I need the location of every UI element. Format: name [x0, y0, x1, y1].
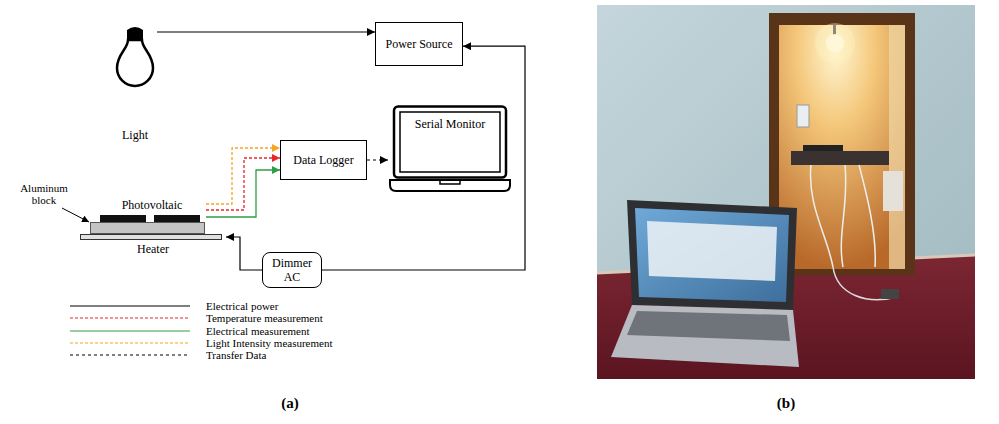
heater-plate: Heater: [80, 222, 226, 258]
legend-line: [70, 312, 190, 324]
heater-plate-bar: [80, 234, 222, 240]
legend-line-sample: [70, 318, 190, 319]
legend-label: Temperature measurement: [206, 312, 323, 324]
cup: [797, 105, 809, 127]
panel-letter: (a): [270, 394, 310, 412]
laptop-screen: [635, 208, 789, 302]
legend-label: Light Intensity measurement: [206, 337, 332, 349]
dimmer-box: Dimmer AC: [262, 252, 322, 288]
inner-wall: [889, 25, 905, 269]
node-label: Light: [122, 128, 148, 142]
legend-label: Electrical measurement: [206, 325, 310, 337]
connector: [206, 158, 280, 210]
node-label: Power Source: [386, 37, 453, 51]
bulb-icon: [113, 22, 157, 92]
connector: [367, 159, 388, 160]
pv-cell: [154, 215, 200, 222]
node-label: Serial Monitor: [400, 117, 500, 131]
part-label: Aluminum block: [12, 182, 76, 206]
wall: [597, 5, 975, 379]
legend-line-sample: [70, 342, 190, 343]
legend-row: Electrical measurement: [70, 325, 310, 337]
node-label: Heater: [80, 242, 226, 256]
panel-letter: (b): [766, 394, 806, 412]
legend-line: [70, 300, 190, 312]
leader-line: [62, 208, 89, 222]
connector: [206, 148, 280, 204]
logger-box: [883, 171, 903, 211]
node-label: Photovoltaic: [98, 198, 206, 212]
connector: [206, 170, 280, 217]
aluminum-block: [90, 222, 205, 234]
serial-monitor-laptop: Serial Monitor: [388, 105, 512, 195]
legend-line: [70, 337, 190, 349]
photovoltaic-panel: Photovoltaic: [98, 196, 206, 222]
node-label: Data Logger: [293, 153, 353, 167]
legend-row: Electrical power: [70, 300, 278, 312]
light-bulb: Light: [113, 22, 157, 142]
connector: [226, 237, 262, 270]
bulb-socket: [127, 27, 143, 39]
keyboard: [627, 311, 790, 341]
pv-cell: [100, 215, 146, 222]
lamp-glow: [815, 23, 855, 63]
legend-row: Temperature measurement: [70, 312, 323, 324]
photo-scene: [597, 5, 975, 379]
legend-label: Electrical power: [206, 300, 278, 312]
test-board: [791, 151, 889, 165]
connector: [157, 31, 375, 32]
laptop-notch: [440, 180, 460, 184]
power-source-box: Power Source: [375, 22, 463, 66]
laptop-base: [390, 180, 510, 191]
legend-row: Light Intensity measurement: [70, 337, 332, 349]
wires: [810, 165, 875, 267]
legend-label: Transfer Data: [206, 349, 266, 361]
bulb-glass: [117, 40, 153, 86]
data-logger-box: Data Logger: [280, 140, 367, 180]
laptop-screen: [400, 112, 500, 172]
legend-line: [70, 349, 190, 361]
pv-cell: [803, 145, 843, 151]
legend-line: [70, 325, 190, 337]
screen-window: [647, 221, 777, 281]
laptop-base: [611, 305, 799, 367]
legend-row: Transfer Data: [70, 349, 266, 361]
legend-line-sample: [70, 330, 190, 331]
legend-line-sample: [70, 355, 190, 356]
legend-line-sample: [70, 305, 190, 306]
laptop-lid: [627, 200, 797, 310]
plug: [881, 289, 899, 299]
laptop-lid: [394, 107, 506, 178]
node-label: Dimmer AC: [268, 256, 316, 284]
